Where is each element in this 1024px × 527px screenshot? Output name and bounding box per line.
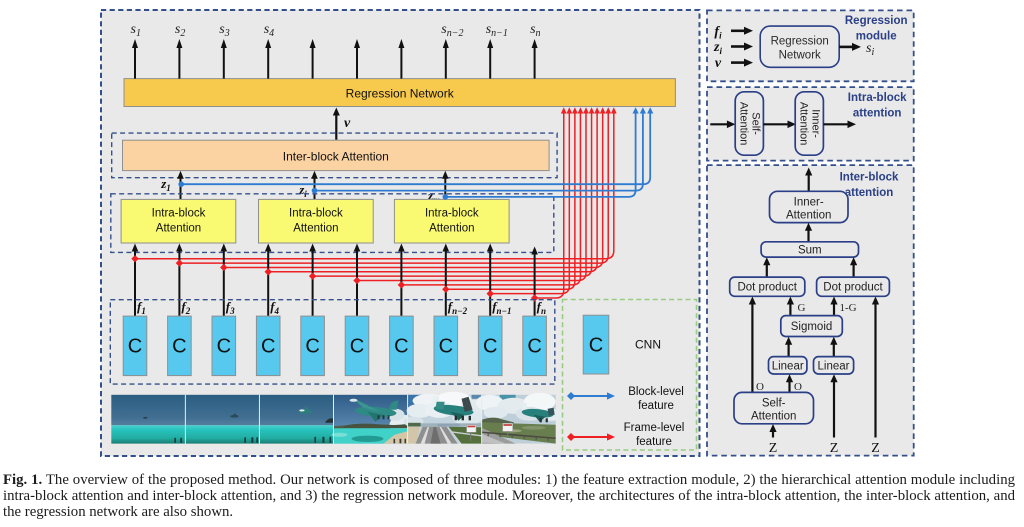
svg-text:f4: f4 bbox=[270, 299, 279, 316]
svg-text:C: C bbox=[483, 336, 497, 358]
svg-text:Attention: Attention bbox=[156, 223, 201, 235]
svg-text:C: C bbox=[172, 336, 186, 358]
svg-text:Attention: Attention bbox=[429, 223, 474, 235]
svg-text:1-G: 1-G bbox=[840, 302, 857, 314]
svg-text:Dot product: Dot product bbox=[737, 282, 797, 294]
svg-text:C: C bbox=[527, 336, 541, 358]
svg-text:C: C bbox=[217, 336, 231, 358]
svg-text:C: C bbox=[394, 336, 408, 358]
svg-text:Attention: Attention bbox=[751, 411, 796, 423]
svg-text:f3: f3 bbox=[226, 299, 235, 316]
svg-text:Inner-: Inner- bbox=[810, 109, 822, 138]
svg-text:C: C bbox=[350, 336, 364, 358]
svg-text:Sum: Sum bbox=[798, 244, 822, 256]
svg-text:Dot product: Dot product bbox=[823, 282, 883, 294]
svg-text:Network: Network bbox=[779, 50, 821, 62]
svg-text:Z: Z bbox=[769, 441, 778, 456]
svg-text:Sigmoid: Sigmoid bbox=[791, 321, 833, 333]
svg-text:Frame-level: Frame-level bbox=[624, 422, 685, 434]
svg-text:s4: s4 bbox=[264, 22, 274, 39]
svg-text:C: C bbox=[128, 336, 142, 358]
svg-text:Inter-block: Inter-block bbox=[840, 172, 899, 184]
svg-text:O: O bbox=[756, 381, 764, 393]
svg-text:Intra-block: Intra-block bbox=[152, 208, 206, 220]
svg-text:fi: fi bbox=[714, 24, 722, 40]
svg-text:O: O bbox=[794, 381, 802, 393]
svg-text:C: C bbox=[261, 336, 275, 358]
svg-text:Self-: Self- bbox=[750, 112, 762, 135]
svg-text:Attention: Attention bbox=[293, 223, 338, 235]
svg-text:fn: fn bbox=[537, 299, 546, 316]
svg-text:Intra-block: Intra-block bbox=[289, 208, 343, 220]
svg-text:f2: f2 bbox=[181, 299, 190, 316]
svg-text:Intra-block: Intra-block bbox=[425, 208, 479, 220]
svg-text:f1: f1 bbox=[137, 299, 146, 316]
svg-text:s1: s1 bbox=[131, 22, 141, 39]
svg-text:v: v bbox=[344, 116, 351, 131]
svg-text:Z: Z bbox=[830, 441, 839, 456]
svg-text:Intra-block: Intra-block bbox=[848, 92, 907, 104]
svg-text:s2: s2 bbox=[175, 22, 185, 39]
svg-text:v: v bbox=[715, 56, 722, 71]
svg-text:attention: attention bbox=[853, 108, 902, 120]
svg-text:sn: sn bbox=[530, 22, 540, 39]
svg-text:G: G bbox=[798, 302, 806, 314]
svg-text:C: C bbox=[589, 335, 603, 357]
svg-text:Regression Network: Regression Network bbox=[346, 87, 455, 101]
svg-text:Regression: Regression bbox=[771, 36, 829, 48]
svg-text:si: si bbox=[866, 41, 874, 58]
svg-text:C: C bbox=[439, 336, 453, 358]
svg-text:Linear: Linear bbox=[772, 360, 804, 372]
svg-text:Inner-: Inner- bbox=[794, 197, 824, 209]
svg-text:module: module bbox=[856, 31, 897, 43]
svg-text:Inter-block Attention: Inter-block Attention bbox=[283, 149, 389, 163]
svg-text:Attention: Attention bbox=[738, 102, 750, 145]
svg-text:CNN: CNN bbox=[635, 338, 661, 352]
svg-text:z1: z1 bbox=[160, 176, 171, 193]
svg-text:feature: feature bbox=[638, 400, 674, 412]
svg-text:Attention: Attention bbox=[798, 102, 810, 145]
svg-text:Attention: Attention bbox=[786, 210, 831, 222]
svg-text:Self-: Self- bbox=[762, 398, 786, 410]
svg-text:attention: attention bbox=[845, 187, 894, 199]
svg-text:feature: feature bbox=[636, 436, 672, 448]
svg-text:Block-level: Block-level bbox=[628, 386, 684, 398]
svg-text:s3: s3 bbox=[219, 22, 229, 39]
svg-text:Z: Z bbox=[871, 441, 880, 456]
svg-text:C: C bbox=[305, 336, 319, 358]
svg-text:Linear: Linear bbox=[818, 360, 850, 372]
svg-text:zi: zi bbox=[713, 40, 722, 56]
svg-text:Regression: Regression bbox=[845, 15, 908, 27]
